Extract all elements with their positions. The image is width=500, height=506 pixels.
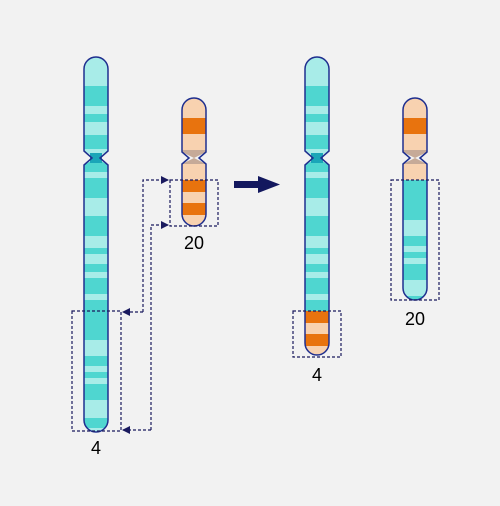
label-chr20-after: 20 xyxy=(405,309,425,329)
chr4-segment-box xyxy=(71,310,122,432)
connector-upper xyxy=(142,176,169,312)
right-arrow-icon xyxy=(234,176,280,193)
chr4-derivative-box xyxy=(292,310,342,358)
label-chr4-before: 4 xyxy=(91,438,101,458)
chromosome-20-after xyxy=(390,97,440,301)
chromosome-4-after xyxy=(292,56,342,358)
chr20-segment-box xyxy=(169,179,219,227)
label-chr4-after: 4 xyxy=(312,365,322,385)
chromosome-4-before xyxy=(83,56,109,433)
chr20-derivative-box xyxy=(390,179,440,301)
translocation-brackets xyxy=(71,176,219,434)
chromosome-20-before xyxy=(181,97,207,227)
label-chr20-before: 20 xyxy=(184,233,204,253)
connector-lower xyxy=(150,221,169,430)
